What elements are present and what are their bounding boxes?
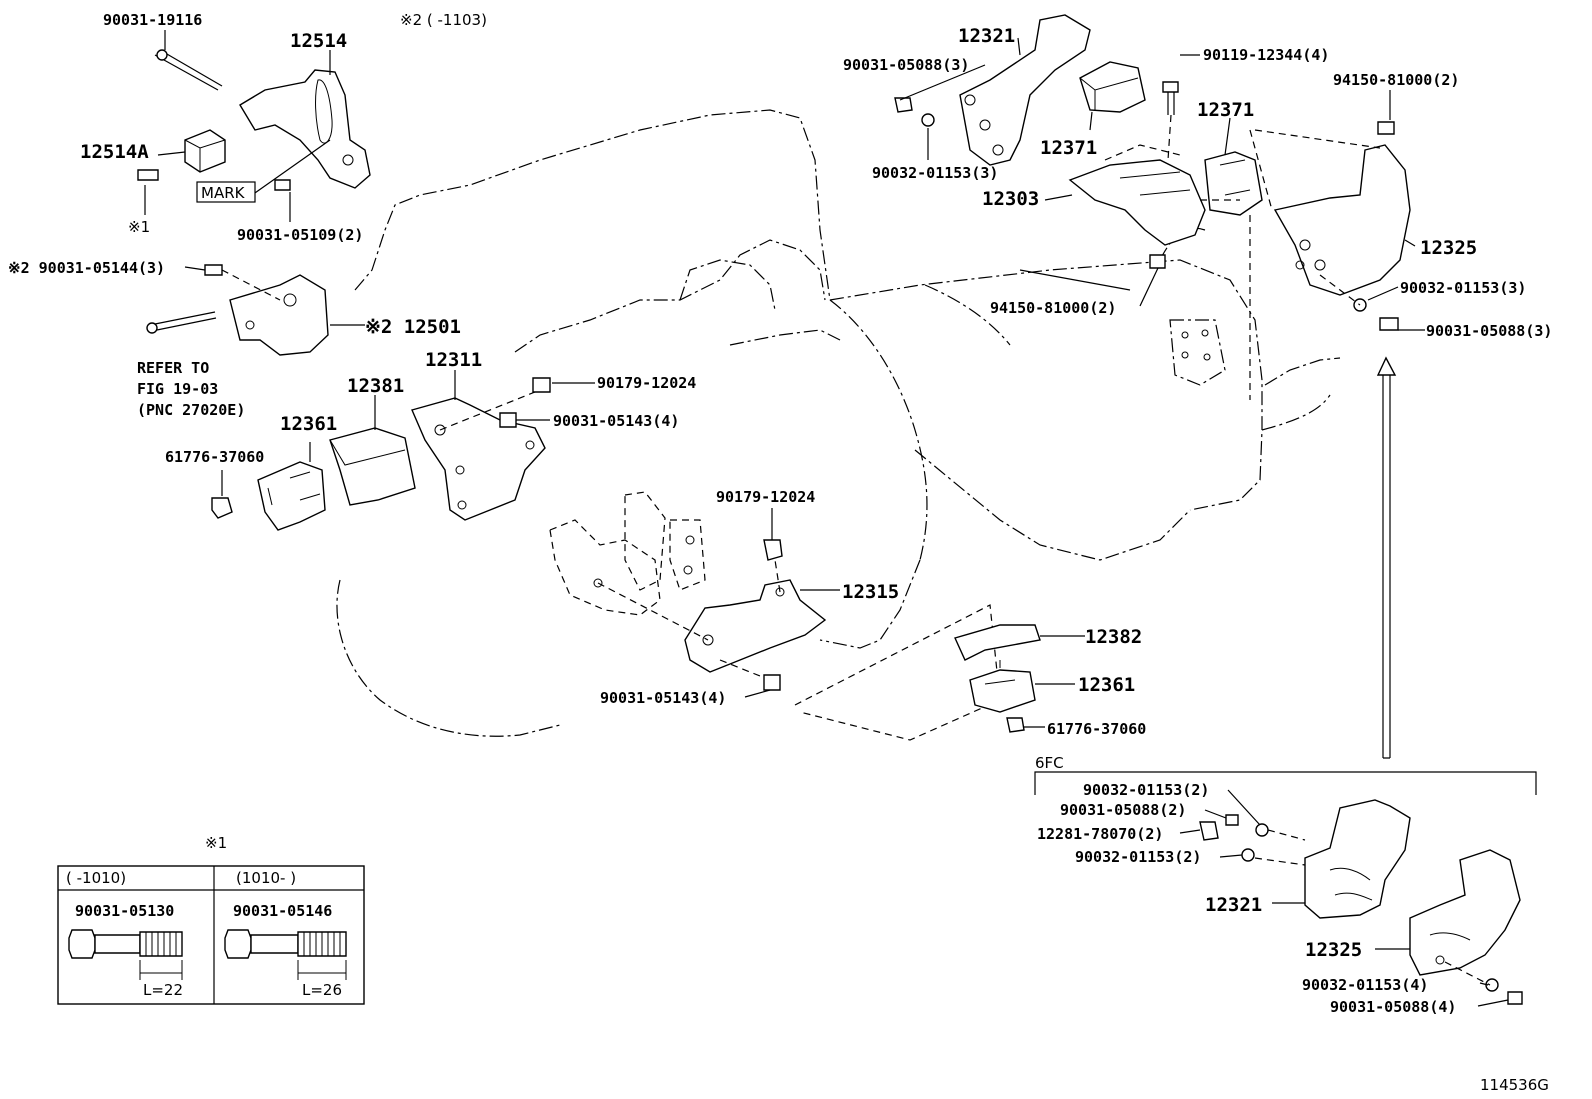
- label-90031-05109: 90031-05109(2): [237, 226, 363, 244]
- engine-outline: [336, 109, 1341, 737]
- label-inset-12281: 12281-78070(2): [1037, 825, 1163, 843]
- label-94150-mid: 94150-81000(2): [990, 299, 1116, 317]
- bolt-illustration-2: [224, 929, 347, 980]
- label-12325-top: 12325: [1420, 237, 1477, 259]
- bracket-12321-top: [894, 14, 1091, 166]
- table-col1-length: L=22: [143, 981, 183, 999]
- label-inset-12325: 12325: [1305, 939, 1362, 961]
- label-12361-left: 12361: [280, 413, 337, 435]
- table-col1-header: ( -1010): [66, 869, 126, 887]
- label-12371-b: 12371: [1197, 99, 1254, 121]
- label-note2-1103: ※2 ( -1103): [400, 11, 487, 29]
- bracket-12501: [146, 264, 329, 356]
- label-inset-12321: 12321: [1205, 894, 1262, 916]
- table-col2-header: (1010- ): [236, 869, 296, 887]
- bolt-length-table: ※1 ( -1010) (1010- ) 90031-05130 90031-0…: [57, 834, 365, 1005]
- label-refer-line2: FIG 19-03: [137, 380, 218, 398]
- label-90031-05143-a: 90031-05143(4): [553, 412, 679, 430]
- bracket-12325-top: [1249, 121, 1411, 400]
- label-12514: 12514: [290, 30, 347, 52]
- label-mark: MARK: [201, 184, 246, 202]
- label-refer-line3: (PNC 27020E): [137, 401, 245, 419]
- label-94150-top: 94150-81000(2): [1333, 71, 1459, 89]
- label-90179-b: 90179-12024: [716, 488, 815, 506]
- label-90031-05088-top: 90031-05088(3): [843, 56, 969, 74]
- label-61776-left: 61776-37060: [165, 448, 264, 466]
- label-inset-90032-a: 90032-01153(2): [1083, 781, 1209, 799]
- bracket-12321-inset: [1199, 799, 1411, 919]
- mount-12361-right: [969, 660, 1036, 733]
- label-12382: 12382: [1085, 626, 1142, 648]
- mount-12361-left: [211, 461, 326, 531]
- label-12321-top: 12321: [958, 25, 1015, 47]
- label-refer-line1: REFER TO: [137, 359, 209, 377]
- label-inset-90032-c: 90032-01153(4): [1302, 976, 1428, 994]
- bolt-illustration-1: [68, 929, 183, 980]
- mark-box: [196, 181, 256, 203]
- inset-6fc-frame: [1034, 771, 1537, 795]
- label-90031-05144: ※2 90031-05144(3): [8, 259, 165, 277]
- leader-lines: [144, 30, 1509, 1007]
- label-12361-right: 12361: [1078, 674, 1135, 696]
- pad-12381: [329, 427, 416, 506]
- label-90031-19116: 90031-19116: [103, 11, 202, 29]
- table-col2-part: 90031-05146: [233, 902, 332, 920]
- label-90031-05143-b: 90031-05143(4): [600, 689, 726, 707]
- label-inset-90031-b: 90031-05088(4): [1330, 998, 1456, 1016]
- label-inset-90031-a: 90031-05088(2): [1060, 801, 1186, 819]
- figure-id: 114536G: [1480, 1076, 1549, 1094]
- pad-12382: [954, 624, 1041, 661]
- bracket-12514: [154, 49, 371, 189]
- label-star1: ※1: [128, 218, 150, 236]
- label-12371-a: 12371: [1040, 137, 1097, 159]
- dashed-region-bottom: [794, 604, 1001, 741]
- label-12303: 12303: [982, 188, 1039, 210]
- label-6fc: 6FC: [1035, 754, 1064, 772]
- table-col2-length: L=26: [302, 981, 342, 999]
- label-90032-01153-right: 90032-01153(3): [1400, 279, 1526, 297]
- label-90032-01153-top: 90032-01153(3): [872, 164, 998, 182]
- bracket-12315: [597, 539, 827, 691]
- table-marker: ※1: [205, 834, 227, 852]
- arrow-up: [1376, 356, 1397, 759]
- crossmember-12303: [1068, 144, 1240, 269]
- label-12381: 12381: [347, 375, 404, 397]
- table-col1-part: 90031-05130: [75, 902, 174, 920]
- mount-12371-b: [1204, 151, 1263, 216]
- bracket-12325-inset: [1409, 849, 1523, 1005]
- label-90179-a: 90179-12024: [597, 374, 696, 392]
- label-90031-05088-right: 90031-05088(3): [1426, 322, 1552, 340]
- label-12501: ※2 12501: [365, 316, 461, 338]
- label-inset-90032-b: 90032-01153(2): [1075, 848, 1201, 866]
- block-12514A: [137, 129, 291, 191]
- label-12311: 12311: [425, 349, 482, 371]
- mount-12371-a: [1079, 61, 1146, 113]
- part-labels: 90031-19116 12514 ※2 ( -1103) 12514A MAR…: [8, 11, 1552, 1016]
- bracket-12311: [411, 377, 551, 521]
- label-90119: 90119-12344(4): [1203, 46, 1329, 64]
- bracket-hidden-left: [549, 491, 706, 616]
- label-61776-right: 61776-37060: [1047, 720, 1146, 738]
- bolt-90119: [1162, 81, 1179, 161]
- label-12315: 12315: [842, 581, 899, 603]
- label-12514A: 12514A: [80, 141, 149, 163]
